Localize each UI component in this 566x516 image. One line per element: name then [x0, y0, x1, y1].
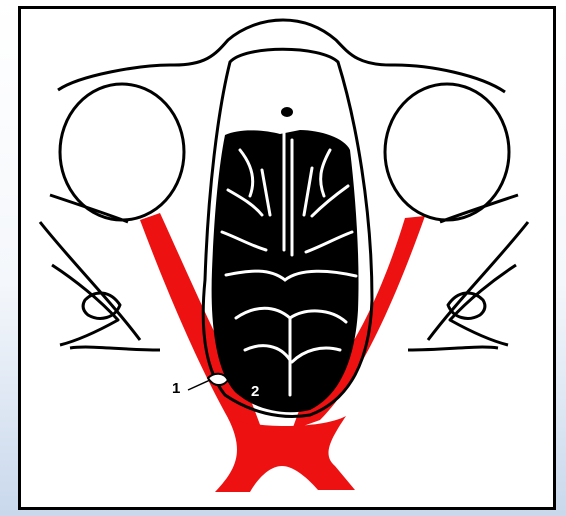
upper-contour	[58, 20, 505, 92]
top-dot	[281, 107, 293, 117]
label-2: 2	[251, 383, 259, 400]
label-1: 1	[172, 380, 180, 397]
label-1-pointer	[188, 380, 210, 390]
right-cheek	[428, 195, 528, 345]
left-cheek	[40, 195, 140, 345]
left-orbit	[60, 84, 184, 220]
vessel-junction	[215, 416, 355, 492]
right-orbit	[385, 84, 509, 220]
sinus-region	[212, 107, 359, 412]
